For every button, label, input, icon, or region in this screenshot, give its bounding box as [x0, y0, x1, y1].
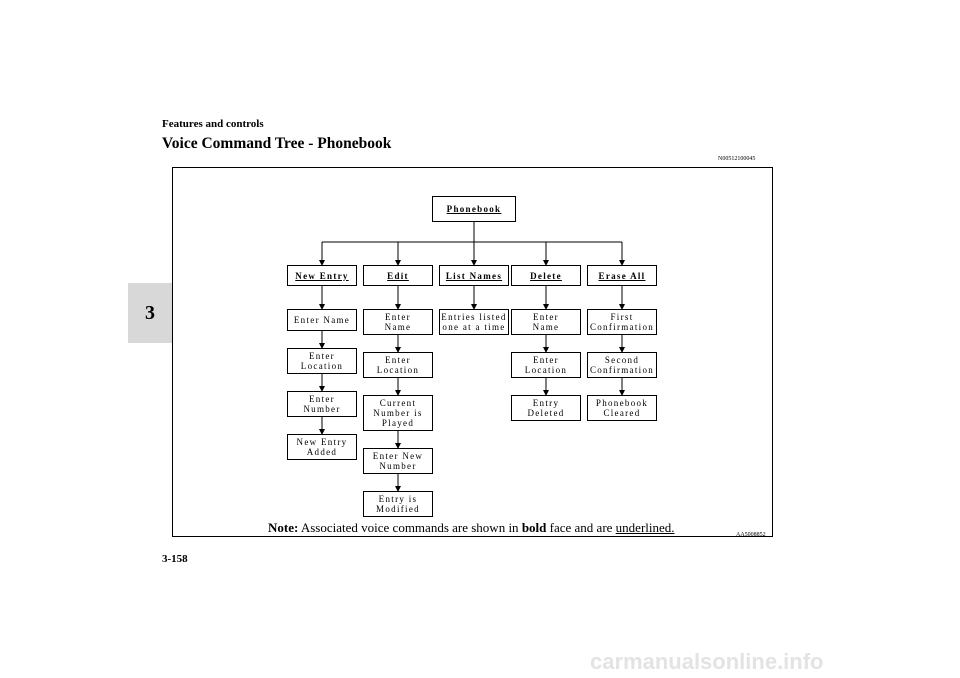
step-node: Phonebook Cleared	[587, 395, 657, 421]
figure-frame	[172, 167, 773, 537]
step-node: Entry is Modified	[363, 491, 433, 517]
step-node: Entry Deleted	[511, 395, 581, 421]
command-node: Delete	[511, 265, 581, 286]
document-code: N00512100045	[718, 156, 756, 162]
note-text-2: face and are	[546, 520, 616, 535]
command-node: Edit	[363, 265, 433, 286]
step-node: Enter New Number	[363, 448, 433, 474]
step-node: Enter Name	[363, 309, 433, 335]
section-heading: Features and controls	[162, 118, 264, 130]
step-node: New Entry Added	[287, 434, 357, 460]
note-label: Note:	[268, 520, 299, 535]
command-node: List Names	[439, 265, 509, 286]
step-node: Enter Location	[287, 348, 357, 374]
step-node: Entries listed one at a time	[439, 309, 509, 335]
step-node: First Confirmation	[587, 309, 657, 335]
command-node: Erase All	[587, 265, 657, 286]
root-node-phonebook: Phonebook	[432, 196, 516, 222]
note-bold-word: bold	[521, 520, 547, 535]
chapter-tab: 3	[128, 283, 172, 343]
page-number: 3-158	[162, 553, 188, 565]
diagram-note: Note: Associated voice commands are show…	[268, 520, 675, 536]
note-underlined-word: underlined.	[615, 520, 675, 535]
command-tree-connectors	[319, 222, 625, 492]
step-node: Enter Location	[511, 352, 581, 378]
step-node: Enter Name	[511, 309, 581, 335]
step-node: Second Confirmation	[587, 352, 657, 378]
step-node: Current Number is Played	[363, 395, 433, 431]
step-node: Enter Name	[287, 309, 357, 331]
figure-code: AA5008852	[736, 532, 766, 538]
step-node: Enter Number	[287, 391, 357, 417]
step-node: Enter Location	[363, 352, 433, 378]
note-text-1: Associated voice commands are shown in	[298, 520, 522, 535]
page-title: Voice Command Tree - Phonebook	[162, 135, 392, 152]
footer-watermark: carmanualsonline.info	[590, 649, 824, 674]
command-node: New Entry	[287, 265, 357, 286]
